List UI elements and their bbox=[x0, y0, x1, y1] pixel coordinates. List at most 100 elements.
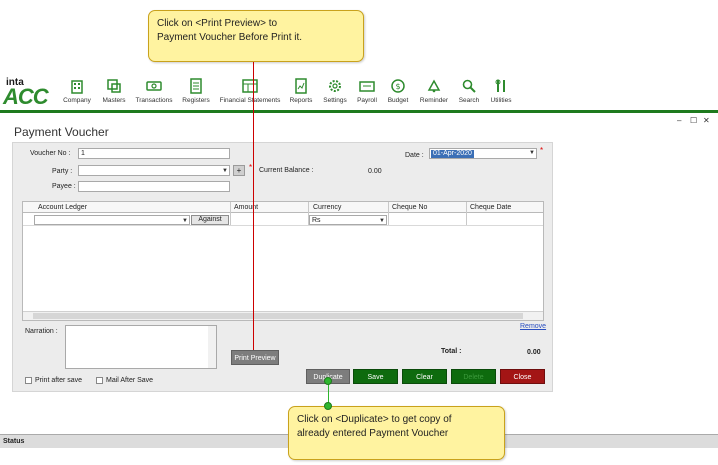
toolbar-company[interactable]: Company bbox=[62, 78, 92, 104]
toolbar-reminder-label: Reminder bbox=[419, 97, 449, 104]
party-select[interactable]: ▼ bbox=[78, 165, 230, 176]
print-preview-button[interactable]: Print Preview bbox=[231, 350, 279, 365]
mail-after-save-label: Mail After Save bbox=[106, 377, 154, 384]
total-value: 0.00 bbox=[527, 349, 541, 356]
toolbar-registers[interactable]: Registers bbox=[182, 78, 210, 104]
party-required-mark: * bbox=[249, 163, 253, 172]
duplicate-callout-dot bbox=[324, 402, 332, 410]
print-preview-callout-line1: Click on <Print Preview> to bbox=[157, 18, 278, 29]
column-header-cheque-date[interactable]: Cheque Date bbox=[470, 204, 512, 211]
print-after-save-label: Print after save bbox=[35, 377, 83, 384]
payroll-icon bbox=[359, 81, 375, 92]
payee-label: Payee : bbox=[52, 183, 76, 190]
date-required-mark: * bbox=[540, 146, 544, 155]
toolbar-transactions[interactable]: Transactions bbox=[135, 78, 173, 104]
duplicate-callout-line1: Click on <Duplicate> to get copy of bbox=[297, 414, 452, 425]
toolbar-registers-label: Registers bbox=[182, 97, 210, 104]
narration-scrollbar[interactable] bbox=[208, 326, 216, 368]
print-preview-callout: Click on <Print Preview> to Payment Vouc… bbox=[148, 10, 364, 62]
print-preview-callout-line2: Payment Voucher Before Print it. bbox=[157, 32, 303, 43]
toolbar-settings-label: Settings bbox=[323, 97, 347, 104]
toolbar-budget-label: Budget bbox=[387, 97, 409, 104]
company-icon bbox=[71, 80, 83, 94]
close-window-button[interactable]: ✕ bbox=[703, 116, 710, 125]
currency-select[interactable]: Rs ▼ bbox=[309, 215, 387, 225]
print-after-save-checkbox[interactable] bbox=[25, 377, 32, 384]
date-picker[interactable]: 01-Apr-2020 ▼ bbox=[429, 148, 537, 159]
toolbar-divider bbox=[0, 110, 718, 113]
add-party-button[interactable]: + bbox=[233, 165, 245, 176]
payee-input[interactable] bbox=[78, 181, 230, 192]
account-ledger-select[interactable]: ▼ bbox=[34, 215, 190, 225]
currency-value: Rs bbox=[312, 217, 321, 224]
date-label: Date : bbox=[405, 152, 424, 159]
grid-header: Account Ledger Amount Currency Cheque No… bbox=[23, 202, 543, 213]
minimize-button[interactable]: – bbox=[677, 116, 682, 125]
page-title: Payment Voucher bbox=[14, 125, 109, 139]
delete-button[interactable]: Delete bbox=[451, 369, 496, 384]
toolbar-budget[interactable]: $ Budget bbox=[386, 78, 410, 104]
toolbar-reports[interactable]: Reports bbox=[289, 78, 313, 104]
toolbar-utilities[interactable]: Utilities bbox=[488, 78, 514, 104]
against-button[interactable]: Against bbox=[191, 215, 229, 225]
chevron-down-icon: ▼ bbox=[222, 168, 228, 174]
column-header-account-ledger[interactable]: Account Ledger bbox=[38, 204, 88, 211]
toolbar-payroll-label: Payroll bbox=[357, 97, 377, 104]
ledger-grid: Account Ledger Amount Currency Cheque No… bbox=[22, 201, 544, 321]
duplicate-pointer-line bbox=[328, 380, 329, 406]
toolbar-masters-label: Masters bbox=[102, 97, 126, 104]
toolbar-settings[interactable]: Settings bbox=[322, 78, 348, 104]
toolbar-masters[interactable]: Masters bbox=[101, 78, 127, 104]
column-divider bbox=[308, 202, 309, 226]
logo-small-text: inta bbox=[6, 77, 24, 88]
chevron-down-icon: ▼ bbox=[182, 218, 188, 224]
logo-big-text: ACC bbox=[3, 84, 49, 109]
reports-icon bbox=[295, 78, 307, 94]
toolbar-financial-statements[interactable]: Financial Statements bbox=[219, 78, 281, 104]
toolbar-reports-label: Reports bbox=[289, 97, 313, 104]
budget-icon: $ bbox=[391, 79, 405, 93]
status-label: Status bbox=[3, 438, 25, 445]
settings-icon bbox=[329, 80, 341, 92]
clear-button[interactable]: Clear bbox=[402, 369, 447, 384]
date-value: 01-Apr-2020 bbox=[431, 150, 474, 158]
current-balance-value: 0.00 bbox=[368, 168, 382, 175]
close-button[interactable]: Close bbox=[500, 369, 545, 384]
column-header-currency[interactable]: Currency bbox=[313, 204, 342, 211]
current-balance-label: Current Balance : bbox=[259, 167, 314, 174]
search-icon bbox=[462, 79, 476, 93]
chevron-down-icon: ▼ bbox=[529, 150, 535, 156]
remove-link[interactable]: Remove bbox=[520, 323, 547, 330]
toolbar-utilities-label: Utilities bbox=[490, 97, 512, 104]
column-divider bbox=[230, 202, 231, 226]
narration-label: Narration : bbox=[25, 328, 58, 335]
voucher-no-input[interactable]: 1 bbox=[78, 148, 230, 159]
total-label: Total : bbox=[441, 348, 462, 355]
utilities-icon bbox=[495, 79, 505, 92]
toolbar-reminder[interactable]: Reminder bbox=[418, 78, 450, 104]
registers-icon bbox=[190, 78, 202, 94]
narration-textarea[interactable] bbox=[65, 325, 217, 369]
financial-statements-icon bbox=[242, 79, 258, 93]
column-header-cheque-no[interactable]: Cheque No bbox=[392, 204, 428, 211]
chevron-down-icon: ▼ bbox=[379, 218, 385, 224]
toolbar-transactions-label: Transactions bbox=[135, 97, 173, 104]
voucher-no-label: Voucher No : bbox=[30, 150, 71, 157]
toolbar-search[interactable]: Search bbox=[457, 78, 481, 104]
grid-horizontal-scrollbar[interactable] bbox=[23, 311, 543, 320]
party-label: Party : bbox=[52, 168, 73, 175]
transactions-icon bbox=[146, 81, 162, 91]
save-button[interactable]: Save bbox=[353, 369, 398, 384]
maximize-button[interactable]: ☐ bbox=[690, 116, 698, 125]
scrollbar-thumb[interactable] bbox=[33, 313, 523, 319]
duplicate-pointer-dot bbox=[324, 377, 332, 385]
mail-after-save-checkbox[interactable] bbox=[96, 377, 103, 384]
duplicate-callout: Click on <Duplicate> to get copy of alre… bbox=[288, 406, 505, 460]
print-preview-pointer-line bbox=[253, 62, 254, 350]
table-row: ▼ Against Rs ▼ bbox=[23, 214, 543, 226]
toolbar-financial-statements-label: Financial Statements bbox=[219, 97, 281, 104]
toolbar-payroll[interactable]: Payroll bbox=[356, 78, 378, 104]
svg-text:$: $ bbox=[395, 82, 400, 91]
column-header-amount[interactable]: Amount bbox=[234, 204, 259, 211]
